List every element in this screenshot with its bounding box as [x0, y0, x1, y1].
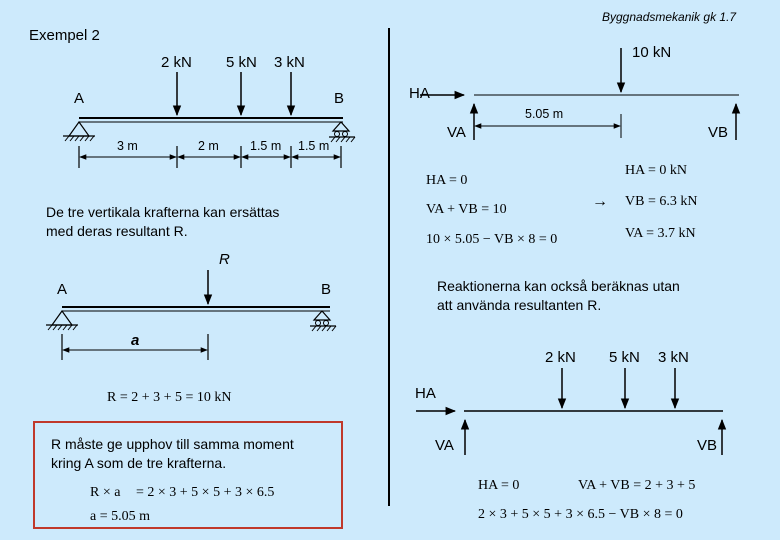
alternative-line-2: att använda resultanten R.	[437, 297, 602, 313]
support-label-b-2: B	[321, 281, 332, 298]
box-text: R måste ge upphov till samma moment krin…	[51, 435, 294, 473]
span-label-2: 2 m	[198, 139, 219, 153]
rb-load-label-3: 3 kN	[658, 349, 689, 366]
explanation-line-1: De tre vertikala krafterna kan ersättas	[46, 204, 280, 220]
explanation-text: De tre vertikala krafterna kan ersättas …	[46, 203, 279, 241]
distance-label-a: a	[131, 332, 140, 349]
right-bottom-beam	[416, 368, 727, 455]
example-title: Exempel 2	[29, 27, 100, 44]
moment-explanation-box	[33, 421, 343, 529]
rb-vb-label: VB	[697, 437, 718, 454]
alternative-text: Reaktionerna kan också beräknas utan att…	[437, 277, 680, 315]
rb-equation-1: HA = 0	[478, 478, 520, 493]
alternative-line-1: Reaktionerna kan också beräknas utan	[437, 278, 680, 294]
resultant-label: R	[219, 251, 230, 268]
distance-label-505: 5.05 m	[525, 107, 564, 121]
span-label-4: 1.5 m	[298, 139, 330, 153]
equilibrium-eq-2: VA + VB = 10	[426, 202, 507, 217]
beam-2	[46, 270, 337, 360]
rb-load-label-2: 5 kN	[609, 349, 640, 366]
pin-support-a-icon	[63, 120, 95, 142]
equilibrium-eq-3: 10 × 5.05 − VB × 8 = 0	[426, 232, 558, 247]
rb-equation-2: VA + VB = 2 + 3 + 5	[578, 478, 696, 493]
load-label-2: 5 kN	[226, 54, 257, 71]
moment-equation-lhs: R × a	[90, 485, 121, 500]
support-label-b: B	[334, 90, 345, 107]
resultant-equation: R = 2 + 3 + 5 = 10 kN	[107, 390, 232, 405]
right-top-beam	[420, 48, 741, 140]
roller-support-b-icon	[329, 121, 356, 143]
beam-1	[63, 72, 356, 168]
load-label-10kn: 10 kN	[632, 44, 672, 61]
rb-ha-label: HA	[415, 385, 436, 402]
load-label-1: 2 kN	[161, 54, 192, 71]
distance-result: a = 5.05 m	[90, 509, 150, 524]
equilibrium-eq-1: HA = 0	[426, 173, 468, 188]
span-label-1: 3 m	[117, 139, 138, 153]
ha-label: HA	[409, 85, 430, 102]
result-vb: VB = 6.3 kN	[625, 194, 698, 209]
result-ha: HA = 0 kN	[625, 163, 687, 178]
explanation-line-2: med deras resultant R.	[46, 223, 188, 239]
result-va: VA = 3.7 kN	[625, 226, 696, 241]
roller-support-b-icon	[310, 310, 337, 332]
implies-arrow-icon: →	[592, 193, 608, 210]
va-label: VA	[447, 124, 466, 141]
span-label-3: 1.5 m	[250, 139, 282, 153]
vertical-divider	[388, 28, 390, 506]
box-line-2: kring A som de tre krafterna.	[51, 455, 227, 471]
moment-equation-rhs: = 2 × 3 + 5 × 5 + 3 × 6.5	[136, 485, 275, 500]
box-line-1: R måste ge upphov till samma moment	[51, 436, 294, 452]
rb-load-label-1: 2 kN	[545, 349, 576, 366]
vb-label: VB	[708, 124, 729, 141]
support-label-a-2: A	[57, 281, 68, 298]
rb-va-label: VA	[435, 437, 454, 454]
page-header-title: Byggnadsmekanik gk 1.7	[602, 10, 737, 24]
support-label-a: A	[74, 90, 85, 107]
pin-support-a-icon	[46, 309, 78, 331]
load-label-3: 3 kN	[274, 54, 305, 71]
rb-equation-3: 2 × 3 + 5 × 5 + 3 × 6.5 − VB × 8 = 0	[478, 507, 683, 522]
